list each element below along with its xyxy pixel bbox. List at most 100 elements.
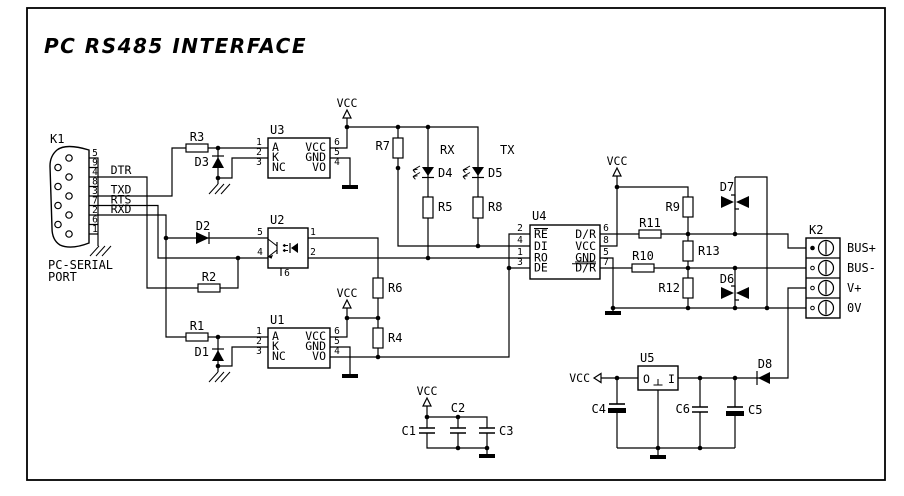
diode-d2-symbol — [196, 232, 210, 244]
k1-pin-number: 3 — [92, 186, 98, 197]
net-label-vcc: VCC — [337, 96, 358, 110]
capacitor-c4-plates — [608, 403, 626, 413]
u5-regulator-box — [637, 365, 679, 391]
component-bodies — [49, 137, 841, 391]
ground-earth-k1 — [89, 245, 112, 257]
junction-dot — [215, 363, 221, 369]
label-d3: D3 — [195, 155, 209, 169]
junction-dot — [697, 375, 703, 381]
u1-pin-name: VCC — [305, 329, 326, 343]
u1-optocoupler-box — [267, 327, 331, 369]
label-r8: R8 — [488, 200, 502, 214]
u4-pin-name-vcc: VCC — [575, 239, 596, 253]
label-k1: K1 — [50, 132, 64, 146]
junction-dot — [215, 175, 221, 181]
u1-pin-number: 3 — [256, 346, 262, 357]
u3-pin-number: 5 — [334, 147, 340, 158]
wire-u1-gnd — [330, 346, 351, 374]
junction-dot — [163, 235, 169, 241]
label-d5: D5 — [488, 166, 502, 180]
u1-pin-name: VO — [312, 349, 326, 363]
junction-dot — [732, 265, 738, 271]
labels: PC RS485 INTERFACE K1 5 9 4 8 3 7 2 6 1 … — [44, 34, 876, 438]
db9-pin — [54, 220, 62, 229]
label-c2: C2 — [451, 401, 465, 415]
led-light-arrows — [412, 165, 421, 180]
resistor-r2-body — [197, 283, 221, 293]
vcc-symbol — [342, 298, 352, 309]
vcc-symbol — [422, 396, 432, 407]
label-u2: U2 — [270, 213, 284, 227]
u3-pin-number: 6 — [334, 137, 340, 148]
junction-dot — [395, 124, 401, 130]
resistor-r10-body — [631, 263, 655, 273]
junction-dot — [425, 255, 431, 261]
junction-dot — [425, 124, 431, 130]
capacitor-c1-plates — [419, 427, 435, 434]
ground-earth-d1 — [208, 371, 231, 383]
ground-bar-c3 — [479, 454, 495, 458]
diode-d3-symbol — [212, 155, 224, 168]
ground-bar-u1 — [342, 374, 358, 378]
label-c1: C1 — [402, 424, 416, 438]
u3-pin-name: GND — [305, 150, 326, 164]
wire-txd — [71, 147, 268, 197]
junction-dot — [732, 375, 738, 381]
db9-pin — [54, 163, 62, 172]
junction-dot — [395, 165, 401, 171]
k2-terminal-label: 0V — [847, 301, 861, 315]
resistor-r3-body — [185, 143, 209, 153]
u2-optocoupler-box — [267, 227, 309, 269]
wire-u4-gnd — [600, 257, 614, 311]
db9-pin — [65, 173, 73, 181]
u3-pin-number: 2 — [256, 147, 262, 158]
label-d7: D7 — [720, 180, 734, 194]
net-label-vcc: VCC — [417, 384, 438, 398]
u3-pin-name: NC — [272, 160, 286, 174]
junction-dot — [235, 255, 241, 261]
u3-optocoupler-box — [267, 137, 331, 179]
resistor-r8-body — [472, 196, 484, 219]
u4-pin-name-di: DI — [534, 239, 548, 253]
u3-pin-name: VO — [312, 160, 326, 174]
u3-pin-number: 4 — [334, 157, 340, 168]
u4-transceiver-box — [529, 224, 601, 280]
capacitor-c6-plates — [692, 406, 708, 413]
junction-dot — [685, 265, 691, 271]
u2-pin-number: 5 — [257, 227, 263, 238]
resistor-r9-body — [682, 196, 694, 218]
u2-opto-internals — [267, 238, 298, 259]
vcc-symbol — [612, 166, 622, 177]
label-r1: R1 — [190, 319, 204, 333]
label-r9: R9 — [666, 200, 680, 214]
db9-pin — [65, 230, 73, 238]
resistor-r1-body — [185, 332, 209, 342]
u3-pin-name: VCC — [305, 140, 326, 154]
u4-pin-number: 8 — [603, 235, 609, 246]
junction-dots — [163, 124, 770, 451]
label-r3: R3 — [190, 130, 204, 144]
db9-pin — [54, 201, 62, 210]
capacitor-c5-plates — [726, 406, 744, 416]
junction-dot — [655, 445, 661, 451]
u1-pin-number: 1 — [256, 326, 262, 337]
u4-pin-number: 3 — [517, 257, 523, 268]
ground-bar-u4 — [605, 311, 621, 315]
db9-pin — [65, 211, 73, 219]
k1-pin-number: 9 — [92, 158, 98, 169]
wire-dtr — [71, 176, 239, 289]
resistor-r12-body — [682, 277, 694, 299]
drawing-border — [26, 7, 886, 481]
wire-di-line — [397, 168, 530, 247]
net-label-vcc: VCC — [569, 371, 590, 385]
wire-bus-plus — [688, 233, 806, 249]
u4-pin-number: 5 — [603, 247, 609, 258]
label-c3: C3 — [499, 424, 513, 438]
junction-dot — [455, 414, 461, 420]
u3-pin-name: K — [272, 150, 279, 164]
label-d6: D6 — [720, 272, 734, 286]
label-r5: R5 — [438, 200, 452, 214]
junction-dot — [424, 414, 430, 420]
junction-dot — [732, 231, 738, 237]
wire-rts — [60, 204, 268, 259]
